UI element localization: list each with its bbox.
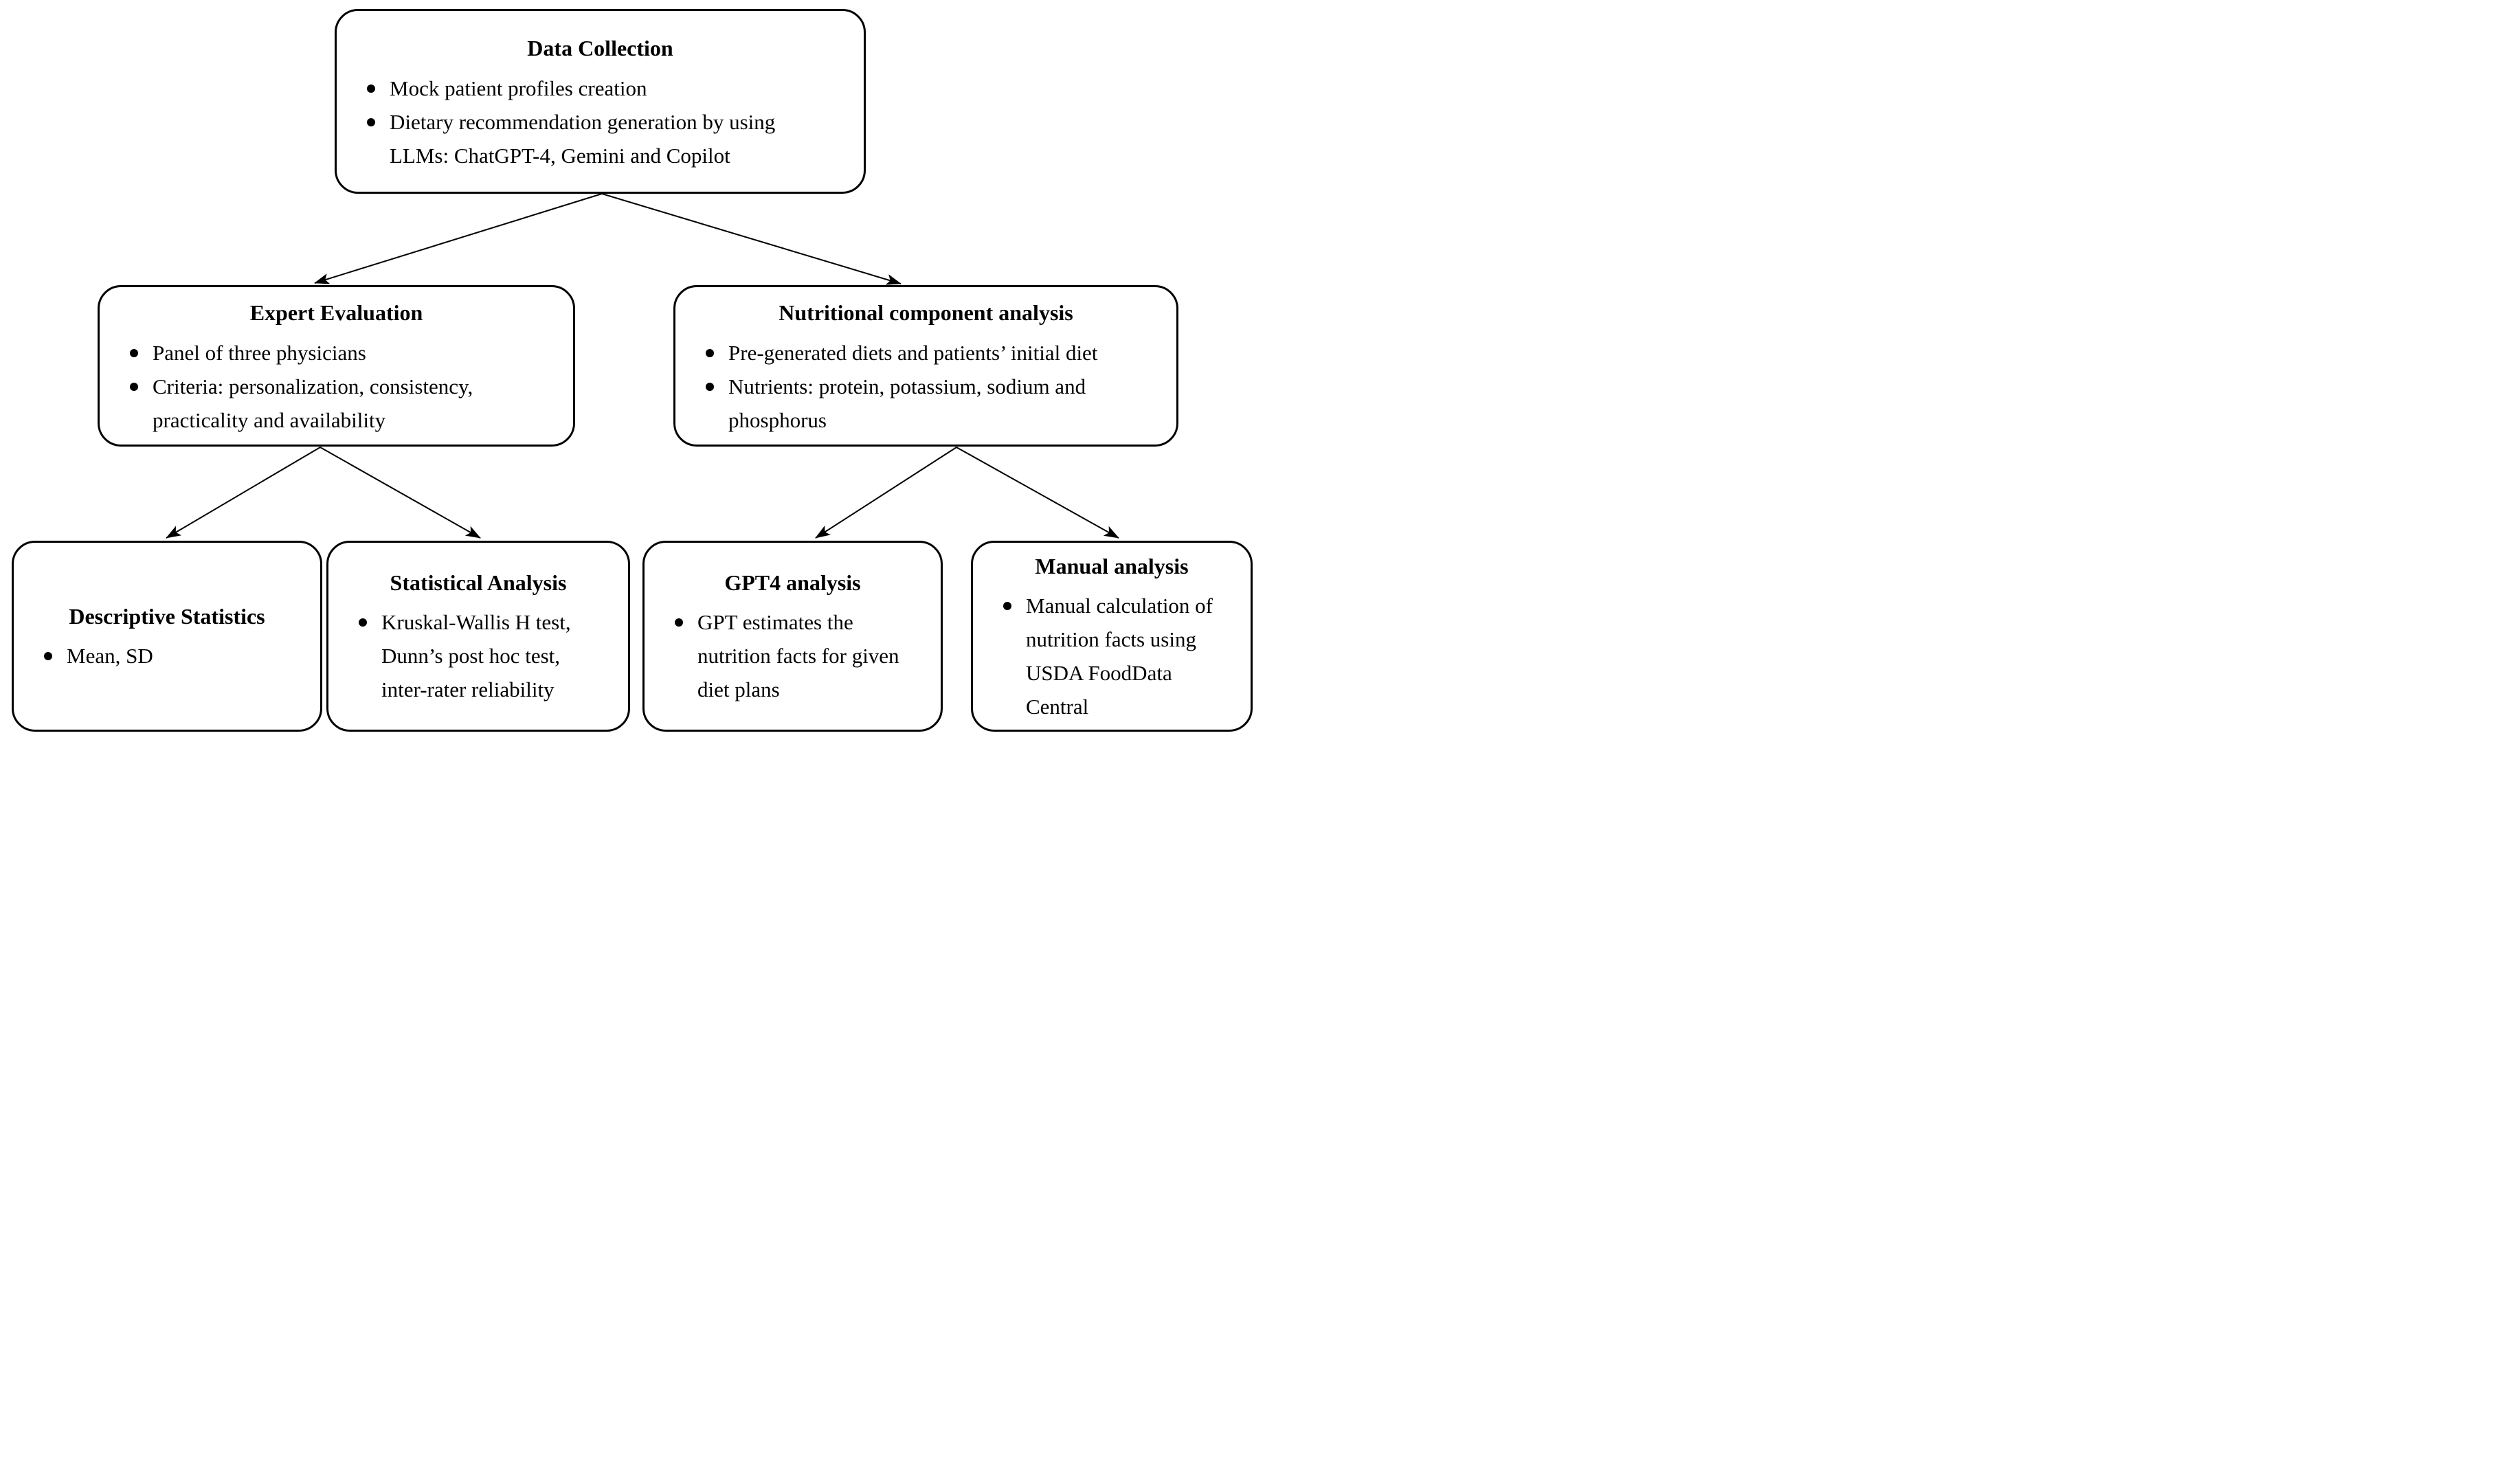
bullet-list: Pre-generated diets and patients’ initia… xyxy=(675,336,1176,437)
node-gpt4-analysis: GPT4 analysis GPT estimates the nutritio… xyxy=(642,541,943,732)
edge-data-collection-to-nutritional-analysis xyxy=(601,193,902,285)
edge-nutritional-analysis-to-manual-analysis xyxy=(956,447,1119,539)
node-statistical-analysis: Statistical Analysis Kruskal-Wallis H te… xyxy=(326,541,630,732)
bullet-text: Pre-generated diets and patients’ initia… xyxy=(728,341,1098,365)
node-title: Expert Evaluation xyxy=(249,300,423,325)
bullet-item: Manual calculation of nutrition facts us… xyxy=(1003,589,1242,723)
node-title: GPT4 analysis xyxy=(724,570,861,595)
bullet-item: Kruskal-Wallis H test, Dunn’s post hoc t… xyxy=(359,605,620,706)
bullet-dot-icon xyxy=(675,618,683,627)
node-manual-analysis: Manual analysis Manual calculation of nu… xyxy=(971,541,1253,732)
node-title: Descriptive Statistics xyxy=(69,604,265,629)
bullet-dot-icon xyxy=(706,383,714,391)
bullet-text: Mock patient profiles creation xyxy=(390,76,647,100)
bullet-dot-icon xyxy=(44,652,52,660)
node-title: Statistical Analysis xyxy=(390,570,567,595)
bullet-dot-icon xyxy=(1003,601,1011,610)
node-descriptive-statistics: Descriptive Statistics Mean, SD xyxy=(12,541,322,732)
bullet-dot-icon xyxy=(367,85,375,93)
bullet-dot-icon xyxy=(367,118,375,126)
bullet-list: Manual calculation of nutrition facts us… xyxy=(973,589,1251,723)
bullet-text: Panel of three physicians xyxy=(153,341,366,365)
bullet-text: Kruskal-Wallis H test, Dunn’s post hoc t… xyxy=(381,610,571,701)
bullet-dot-icon xyxy=(706,349,714,357)
bullet-list: Mean, SD xyxy=(14,639,320,673)
node-nutritional-component-analysis: Nutritional component analysis Pre-gener… xyxy=(673,285,1178,447)
bullet-text: Dietary recommendation generation by usi… xyxy=(390,110,776,168)
bullet-item: Nutrients: protein, potassium, sodium an… xyxy=(706,370,1168,437)
edge-data-collection-to-expert-evaluation xyxy=(314,193,603,284)
node-title: Manual analysis xyxy=(1035,553,1189,578)
bullet-item: Dietary recommendation generation by usi… xyxy=(367,105,855,172)
bullet-text: Mean, SD xyxy=(67,644,153,668)
flowchart-figure: Data Collection Mock patient profiles cr… xyxy=(0,0,1260,742)
bullet-dot-icon xyxy=(130,383,138,391)
node-title: Data Collection xyxy=(527,36,673,60)
bullet-item: GPT estimates the nutrition facts for gi… xyxy=(675,605,932,706)
edge-nutritional-analysis-to-gpt4-analysis xyxy=(815,447,957,539)
bullet-text: Manual calculation of nutrition facts us… xyxy=(1026,593,1213,719)
bullet-item: Panel of three physicians xyxy=(130,336,565,370)
edge-layer xyxy=(166,193,1119,539)
bullet-text: Criteria: personalization, consistency, … xyxy=(153,374,473,432)
bullet-list: GPT estimates the nutrition facts for gi… xyxy=(645,605,941,706)
node-data-collection: Data Collection Mock patient profiles cr… xyxy=(335,9,866,194)
edge-expert-evaluation-to-statistical-analysis xyxy=(320,447,481,539)
bullet-text: Nutrients: protein, potassium, sodium an… xyxy=(728,374,1086,432)
bullet-dot-icon xyxy=(359,618,367,627)
bullet-item: Mock patient profiles creation xyxy=(367,71,855,105)
bullet-item: Pre-generated diets and patients’ initia… xyxy=(706,336,1168,370)
node-expert-evaluation: Expert Evaluation Panel of three physici… xyxy=(98,285,575,447)
bullet-list: Kruskal-Wallis H test, Dunn’s post hoc t… xyxy=(328,605,628,706)
bullet-text: GPT estimates the nutrition facts for gi… xyxy=(697,610,899,701)
edge-expert-evaluation-to-descriptive-statistics xyxy=(166,447,321,539)
bullet-item: Mean, SD xyxy=(44,639,312,673)
bullet-dot-icon xyxy=(130,349,138,357)
bullet-item: Criteria: personalization, consistency, … xyxy=(130,370,565,437)
node-title: Nutritional component analysis xyxy=(779,300,1073,325)
